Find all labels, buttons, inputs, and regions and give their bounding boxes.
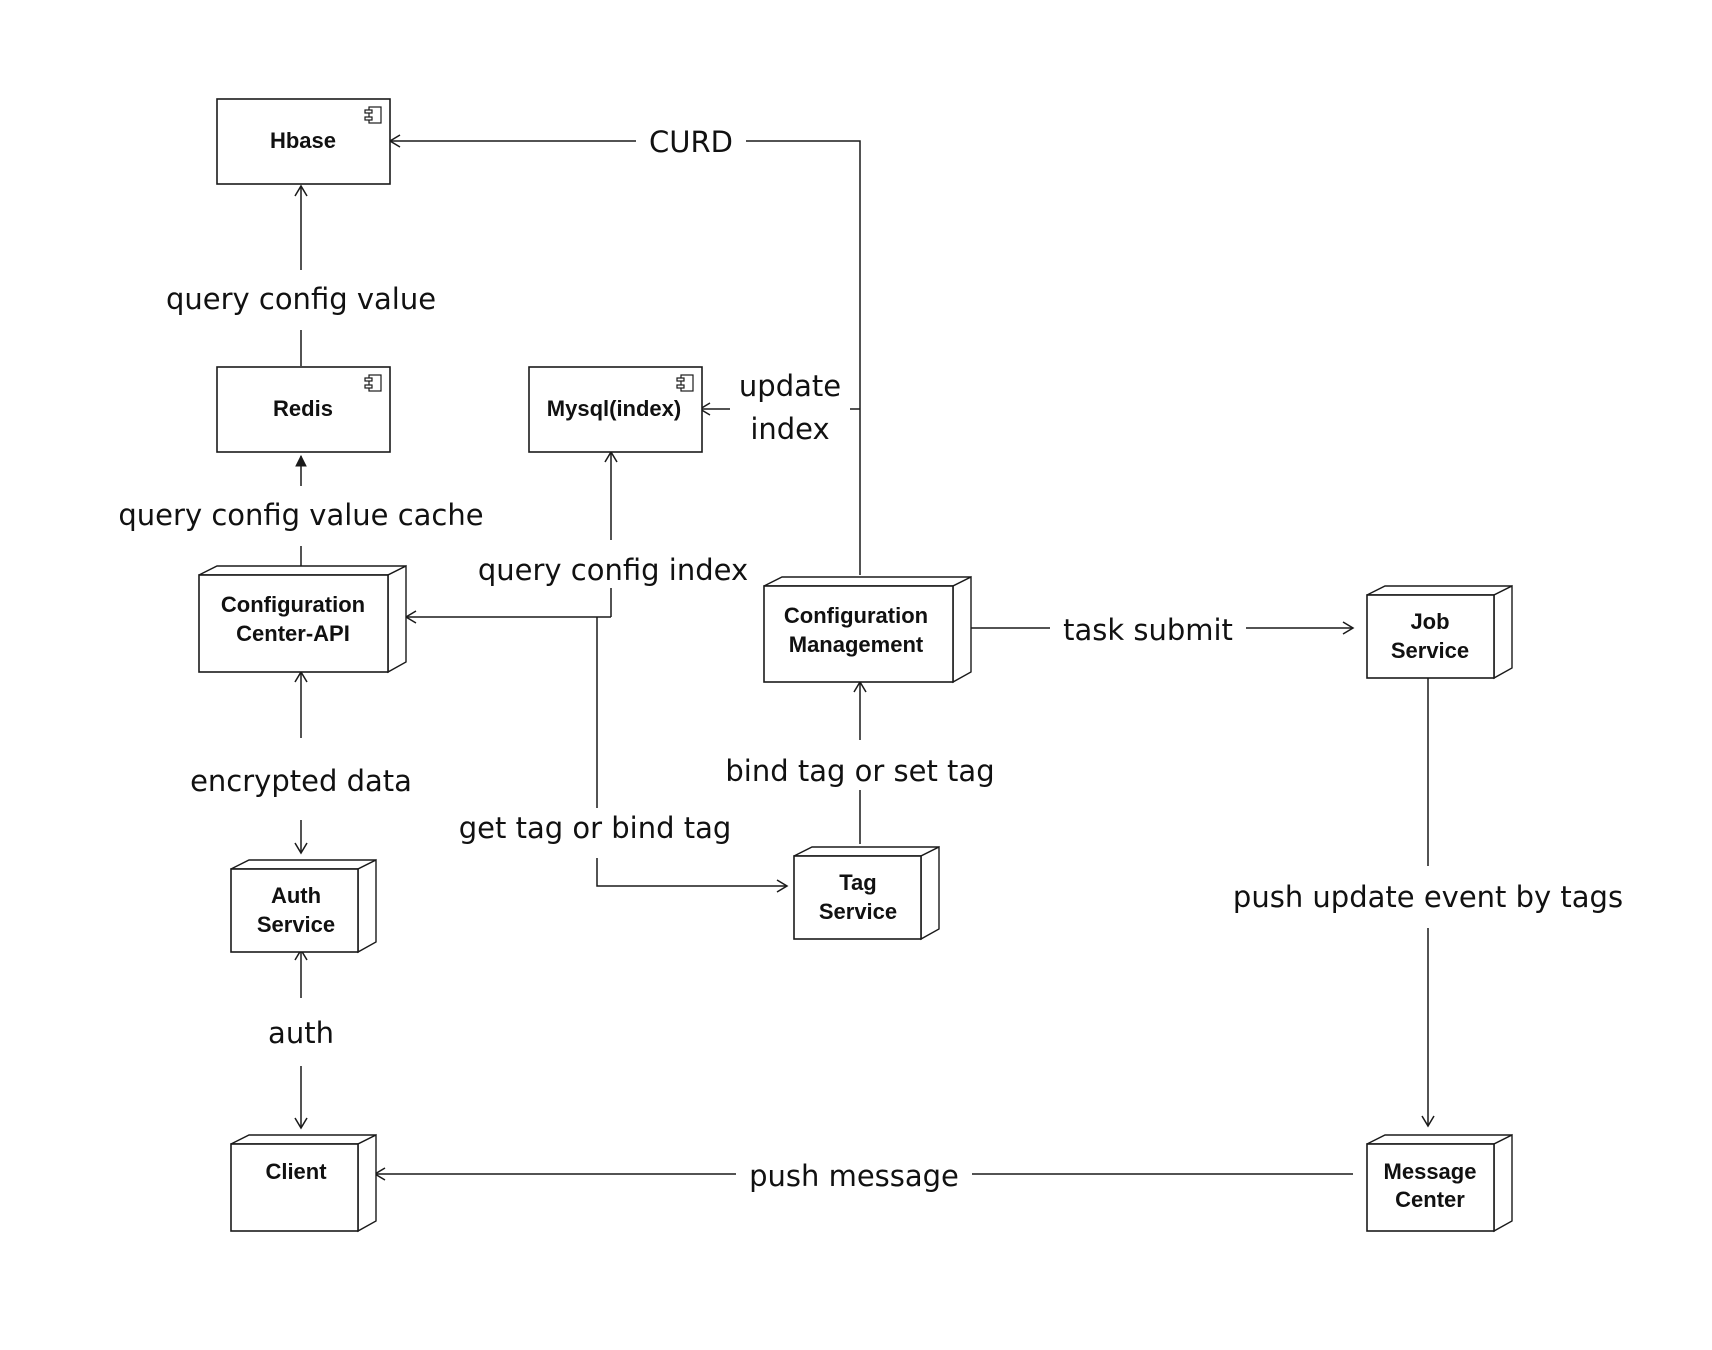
- component-icon: [364, 109, 373, 114]
- label-query-config-value-cache: query config value cache: [118, 498, 483, 532]
- hbase-label: Hbase: [270, 128, 336, 153]
- tag-service-label-line2: Service: [819, 899, 897, 924]
- client-label: Client: [265, 1159, 327, 1184]
- message-center-node: Message Center: [1366, 1133, 1513, 1233]
- config-api-label-line2: Center-API: [236, 621, 350, 646]
- job-service-node: Job Service: [1366, 584, 1513, 680]
- tag-service-node: Tag Service: [793, 845, 940, 941]
- job-service-label-line1: Job: [1410, 609, 1449, 634]
- hbase-component: Hbase: [216, 98, 391, 185]
- message-center-label-line1: Message: [1384, 1159, 1477, 1184]
- label-bind-tag-or-set-tag: bind tag or set tag: [725, 754, 994, 788]
- label-encrypted-data: encrypted data: [190, 764, 412, 798]
- label-push-message: push message: [749, 1159, 959, 1193]
- auth-service-node: Auth Service: [230, 858, 377, 954]
- edge-get-tag-or-bind-tag: [596, 617, 789, 893]
- mysql-label: Mysql(index): [547, 396, 681, 421]
- auth-service-label-line1: Auth: [271, 883, 321, 908]
- edge-curd: [388, 134, 861, 575]
- mysql-component: Mysql(index): [528, 366, 703, 453]
- label-push-update-event-by-tags: push update event by tags: [1233, 880, 1623, 914]
- tag-service-label-line1: Tag: [839, 870, 876, 895]
- redis-component: Redis: [216, 366, 391, 453]
- edge-labels: CURD query config value update index que…: [108, 122, 1638, 1195]
- configuration-management-node: Configuration Management: [763, 575, 972, 684]
- label-auth: auth: [268, 1016, 334, 1050]
- label-query-config-index: query config index: [478, 553, 748, 587]
- redis-label: Redis: [273, 396, 333, 421]
- auth-service-label-line2: Service: [257, 912, 335, 937]
- message-center-label-line2: Center: [1395, 1187, 1465, 1212]
- label-update-index-line1: update: [739, 369, 841, 403]
- label-query-config-value: query config value: [166, 282, 436, 316]
- client-node: Client: [230, 1133, 377, 1233]
- label-get-tag-or-bind-tag: get tag or bind tag: [459, 811, 732, 845]
- label-curd: CURD: [649, 125, 733, 159]
- job-service-label-line2: Service: [1391, 638, 1469, 663]
- component-icon: [364, 377, 373, 382]
- configuration-center-api-node: Configuration Center-API: [198, 564, 407, 674]
- config-api-label-line1: Configuration: [221, 592, 365, 617]
- label-update-index-line2: index: [750, 412, 829, 446]
- label-task-submit: task submit: [1063, 613, 1233, 647]
- config-mgmt-label-line1: Configuration: [784, 603, 928, 628]
- config-mgmt-label-line2: Management: [789, 632, 924, 657]
- component-icon: [676, 377, 685, 382]
